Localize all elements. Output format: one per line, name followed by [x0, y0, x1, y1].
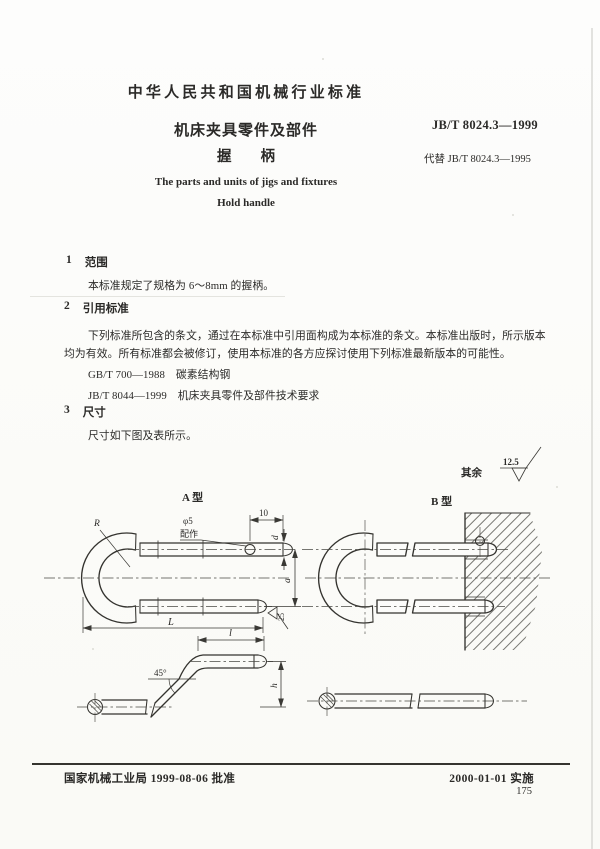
type-a-label: A 型: [182, 490, 203, 504]
reference-gbt: GB/T 700—1988 碳素结构钢: [88, 369, 231, 381]
section-2-line2: 均为有效。所有标准都会被修订，使用本标准的各方应探讨使用下列标准最新版本的可能性…: [64, 348, 511, 360]
dim-label-radius: R: [93, 519, 100, 529]
section-3-heading: 3 尺寸: [64, 404, 106, 420]
standard-type-heading: 中华人民共和国机械行业标准: [127, 85, 365, 101]
page-number: 175: [516, 786, 532, 797]
section-3-paragraph: 尺寸如下图及表所示。: [88, 430, 197, 442]
type-b-side-view: [307, 687, 527, 716]
dim-label-fit: 配作: [180, 528, 198, 539]
wall-hatching: [465, 513, 542, 650]
scan-speck: [92, 648, 94, 650]
section-1-heading: 1 范围: [66, 254, 108, 270]
scan-edge-shadow: [591, 28, 593, 849]
document-subtitle-cn: 握 柄: [217, 149, 275, 165]
footer-approved: 国家机械工业局 1999-08-06 批准: [64, 773, 236, 785]
footer-rule: [32, 763, 570, 765]
roughness-triangle-icon: [511, 467, 527, 482]
type-b-front-view: [302, 512, 550, 651]
scan-speck: [556, 486, 558, 488]
reference-jbt: JB/T 8044—1999 机床夹具零件及部件技术要求: [88, 390, 320, 402]
section-2-heading: 2 引用标准: [64, 300, 129, 316]
section-1-paragraph: 本标准规定了规格为 6～8mm 的握柄。: [88, 280, 275, 292]
dim-label-h: h: [270, 683, 280, 688]
dim-label-angle: 45°: [154, 668, 167, 678]
roughness-25-mark: 25: [267, 606, 289, 630]
scan-speck: [322, 58, 324, 60]
dim-label-a: a: [283, 578, 293, 583]
type-a-side-view: 45° l h: [77, 628, 286, 722]
section-2-title: 引用标准: [82, 303, 129, 315]
roughness-value-label: 12.5: [503, 457, 519, 467]
type-b-label: B 型: [431, 494, 452, 508]
section-2-line1: 下列标准所包含的条文，通过在本标准中引用面构成为本标准的条文。本标准出版时，所示…: [88, 330, 546, 342]
section-3-number: 3: [64, 404, 70, 416]
section-1-number: 1: [66, 254, 72, 266]
scan-speck: [512, 214, 514, 216]
document-title-cn: 机床夹具零件及部件: [173, 123, 318, 139]
replaces-note: 代替 JB/T 8024.3—1995: [424, 154, 531, 165]
surface-roughness-note: 其余 12.5: [461, 446, 542, 482]
section-1-title: 范围: [84, 257, 108, 269]
section-2-number: 2: [64, 300, 70, 312]
dim-label-d: d: [271, 535, 281, 540]
document-subtitle-en: Hold handle: [217, 197, 275, 209]
scan-artifact-line: [30, 296, 285, 297]
dim-label-hole: φ5: [183, 516, 193, 526]
technical-drawing: 其余 12.5 A 型 B 型: [44, 446, 550, 722]
dim-label-rough25: 25: [277, 613, 286, 621]
footer-implemented: 2000-01-01 实施: [449, 773, 534, 785]
scan-speck: [180, 438, 182, 440]
dim-label-10: 10: [259, 508, 269, 518]
dim-label-l: l: [229, 628, 232, 639]
roughness-prefix-label: 其余: [461, 466, 482, 479]
section-3-title: 尺寸: [82, 407, 106, 419]
document-title-en: The parts and units of jigs and fixtures: [154, 176, 338, 188]
standard-number: JB/T 8024.3—1999: [432, 118, 538, 132]
type-a-front-view: R φ5 配作 10 d a L: [44, 508, 301, 633]
dim-label-L: L: [167, 617, 174, 628]
